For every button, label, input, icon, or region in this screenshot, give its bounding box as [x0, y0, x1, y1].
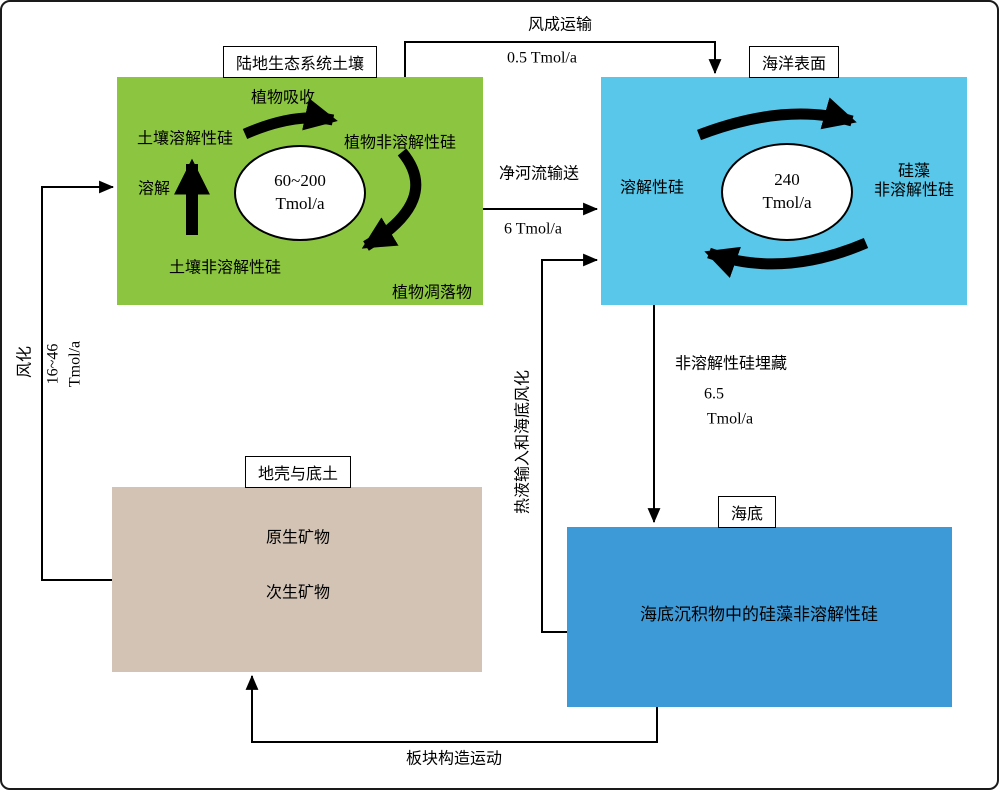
aeolian-transport-label: 风成运输 — [527, 16, 593, 34]
diatom-label-line1: 硅藻 — [897, 162, 931, 180]
ocean-flux-unit: Tmol/a — [762, 193, 812, 212]
plant-insoluble-si-label: 植物非溶解性硅 — [343, 134, 457, 152]
hydrothermal-input-label: 热液输入和海底风化 — [514, 369, 532, 515]
weathering-label: 风化 — [16, 345, 34, 379]
ocean-flux-ellipse: 240 Tmol/a — [721, 143, 853, 241]
soil-insoluble-si-label: 土壤非溶解性硅 — [168, 259, 282, 277]
silica-burial-unit: Tmol/a — [706, 410, 754, 428]
silica-burial-value: 6.5 — [704, 385, 724, 403]
weathering-value-block: 16~46 Tmol/a — [42, 341, 85, 387]
river-transport-label: 净河流输送 — [498, 165, 580, 183]
plant-uptake-label: 植物吸收 — [250, 89, 316, 107]
silica-burial-label: 非溶解性硅埋藏 — [674, 355, 788, 373]
dissolution-label: 溶解 — [137, 180, 171, 198]
aeolian-transport-value: 0.5 Tmol/a — [507, 49, 577, 67]
ocean-box-title: 海洋表面 — [748, 46, 840, 78]
ocean-flux-value: 240 — [774, 170, 800, 190]
diatom-insoluble-si-label: 硅藻 非溶解性硅 — [874, 162, 954, 200]
river-transport-value: 6 Tmol/a — [504, 220, 562, 238]
weathering-unit: Tmol/a — [66, 340, 83, 388]
soil-flux-ellipse: 60~200 Tmol/a — [234, 145, 366, 241]
primary-minerals-label: 原生矿物 — [265, 529, 331, 547]
soil-flux-unit: Tmol/a — [275, 194, 325, 213]
soil-box-title: 陆地生态系统土壤 — [222, 46, 378, 78]
plate-tectonics-label: 板块构造运动 — [405, 750, 503, 768]
soil-dissolved-si-label: 土壤溶解性硅 — [136, 130, 234, 148]
ocean-dissolved-si-label: 溶解性硅 — [619, 179, 685, 197]
seabed-box-title: 海底 — [717, 496, 777, 528]
seabed-sediment-label: 海底沉积物中的硅藻非溶解性硅 — [640, 604, 878, 624]
crust-box — [112, 487, 482, 672]
weathering-value: 16~46 — [44, 343, 62, 385]
diatom-label-line2: 非溶解性硅 — [873, 182, 955, 199]
crust-box-title: 地壳与底土 — [244, 456, 352, 488]
secondary-minerals-label: 次生矿物 — [265, 584, 331, 602]
plant-litter-label: 植物凋落物 — [391, 284, 473, 302]
soil-flux-value: 60~200 — [274, 171, 326, 191]
